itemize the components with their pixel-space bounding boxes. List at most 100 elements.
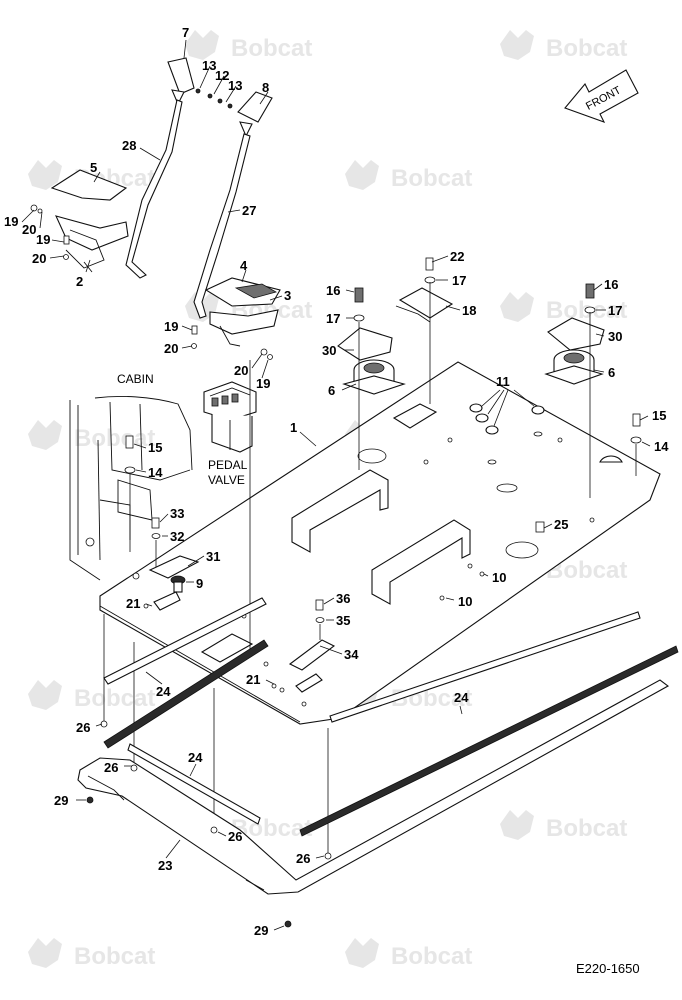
callout-31: 31 bbox=[206, 549, 220, 564]
watermark-text: Bobcat bbox=[391, 165, 472, 192]
seal-strip-left bbox=[103, 597, 269, 749]
callout-35: 35 bbox=[336, 613, 350, 628]
callout-19: 19 bbox=[256, 376, 270, 391]
callout-18: 18 bbox=[462, 303, 476, 318]
bolts-and-washers bbox=[124, 257, 642, 623]
watermark: Bobcat bbox=[500, 30, 627, 62]
callout-17: 17 bbox=[608, 303, 622, 318]
right-foot-pedal bbox=[204, 277, 281, 347]
callout-26: 26 bbox=[296, 851, 310, 866]
callout-30: 30 bbox=[322, 343, 336, 358]
watermark: Bobcat bbox=[500, 810, 627, 842]
callout-20: 20 bbox=[164, 341, 178, 356]
callout-15: 15 bbox=[148, 440, 162, 455]
seal-strip-center bbox=[127, 743, 261, 825]
callout-27: 27 bbox=[242, 203, 256, 218]
callout-5: 5 bbox=[90, 160, 97, 175]
callout-labels: 7 13 12 13 8 28 5 27 19 20 19 20 2 4 3 1… bbox=[4, 25, 669, 938]
callout-19: 19 bbox=[4, 214, 18, 229]
callout-4: 4 bbox=[240, 258, 248, 273]
watermark-text: Bobcat bbox=[546, 815, 627, 842]
callout-26: 26 bbox=[228, 829, 242, 844]
bumpers bbox=[469, 403, 545, 465]
callout-6: 6 bbox=[608, 365, 615, 380]
callout-16: 16 bbox=[604, 277, 618, 292]
callout-3: 3 bbox=[284, 288, 291, 303]
assembly-guide-lines bbox=[103, 282, 637, 854]
watermark: Bobcat bbox=[28, 420, 155, 452]
watermark: Bobcat bbox=[345, 938, 472, 970]
valve-label: VALVE bbox=[208, 473, 245, 487]
watermark-text: Bobcat bbox=[231, 35, 312, 62]
callout-14: 14 bbox=[654, 439, 669, 454]
access-cover-small bbox=[148, 555, 200, 579]
callout-26: 26 bbox=[76, 720, 90, 735]
callout-8: 8 bbox=[262, 80, 269, 95]
callout-2: 2 bbox=[76, 274, 83, 289]
plate-bracket-upper bbox=[291, 469, 389, 553]
callout-32: 32 bbox=[170, 529, 184, 544]
callout-30: 30 bbox=[608, 329, 622, 344]
callout-29: 29 bbox=[54, 793, 68, 808]
callout-16: 16 bbox=[326, 283, 340, 298]
callout-33: 33 bbox=[170, 506, 184, 521]
watermark: Bobcat bbox=[185, 30, 312, 62]
watermark-text: Bobcat bbox=[74, 425, 155, 452]
floor-plate bbox=[99, 361, 661, 725]
callout-36: 36 bbox=[336, 591, 350, 606]
callout-17: 17 bbox=[326, 311, 340, 326]
callout-20: 20 bbox=[22, 222, 36, 237]
cover-plate bbox=[395, 287, 454, 323]
left-foot-pedal bbox=[50, 169, 129, 273]
callout-7: 7 bbox=[182, 25, 189, 40]
left-steering-lever bbox=[125, 57, 195, 279]
watermark-text: Bobcat bbox=[74, 943, 155, 970]
callout-1: 1 bbox=[290, 420, 297, 435]
callout-19: 19 bbox=[36, 232, 50, 247]
callout-28: 28 bbox=[122, 138, 136, 153]
watermark: Bobcat bbox=[28, 938, 155, 970]
lever-pins bbox=[195, 88, 233, 109]
callout-24: 24 bbox=[188, 750, 203, 765]
plate-bracket-lower bbox=[371, 519, 471, 605]
callout-10: 10 bbox=[492, 570, 506, 585]
callout-25: 25 bbox=[554, 517, 568, 532]
callout-13: 13 bbox=[202, 58, 216, 73]
callout-22: 22 bbox=[450, 249, 464, 264]
seal-strip-right bbox=[299, 611, 679, 837]
callout-24: 24 bbox=[156, 684, 171, 699]
isolator-mount-right bbox=[544, 317, 605, 385]
watermark-text: Bobcat bbox=[74, 685, 155, 712]
callout-20: 20 bbox=[234, 363, 248, 378]
watermark: Bobcat bbox=[345, 160, 472, 192]
callout-21: 21 bbox=[126, 596, 140, 611]
watermark-text: Bobcat bbox=[391, 685, 472, 712]
callout-17: 17 bbox=[452, 273, 466, 288]
isolator-mount-left bbox=[337, 327, 406, 395]
callout-10: 10 bbox=[458, 594, 472, 609]
right-steering-lever bbox=[193, 91, 273, 319]
callout-9: 9 bbox=[196, 576, 203, 591]
watermark-text: Bobcat bbox=[391, 943, 472, 970]
drawing-code: E220-1650 bbox=[576, 961, 640, 976]
pedal-valve bbox=[203, 381, 257, 453]
leader-lines bbox=[21, 39, 651, 931]
pedal-hardware-right bbox=[191, 325, 273, 360]
callout-29: 29 bbox=[254, 923, 268, 938]
watermark-text: Bobcat bbox=[546, 35, 627, 62]
callout-19: 19 bbox=[164, 319, 178, 334]
small-fasteners bbox=[143, 571, 485, 693]
pedal-hardware-left bbox=[30, 204, 70, 260]
callout-34: 34 bbox=[344, 647, 359, 662]
latch-clip bbox=[153, 591, 323, 693]
front-arrow: FRONT bbox=[564, 69, 639, 123]
watermark: Bobcat bbox=[28, 680, 155, 712]
callout-11: 11 bbox=[496, 374, 510, 389]
callout-15: 15 bbox=[652, 408, 666, 423]
latch-knob bbox=[170, 575, 186, 593]
callout-26: 26 bbox=[104, 760, 118, 775]
callout-23: 23 bbox=[158, 858, 172, 873]
callout-21: 21 bbox=[246, 672, 260, 687]
